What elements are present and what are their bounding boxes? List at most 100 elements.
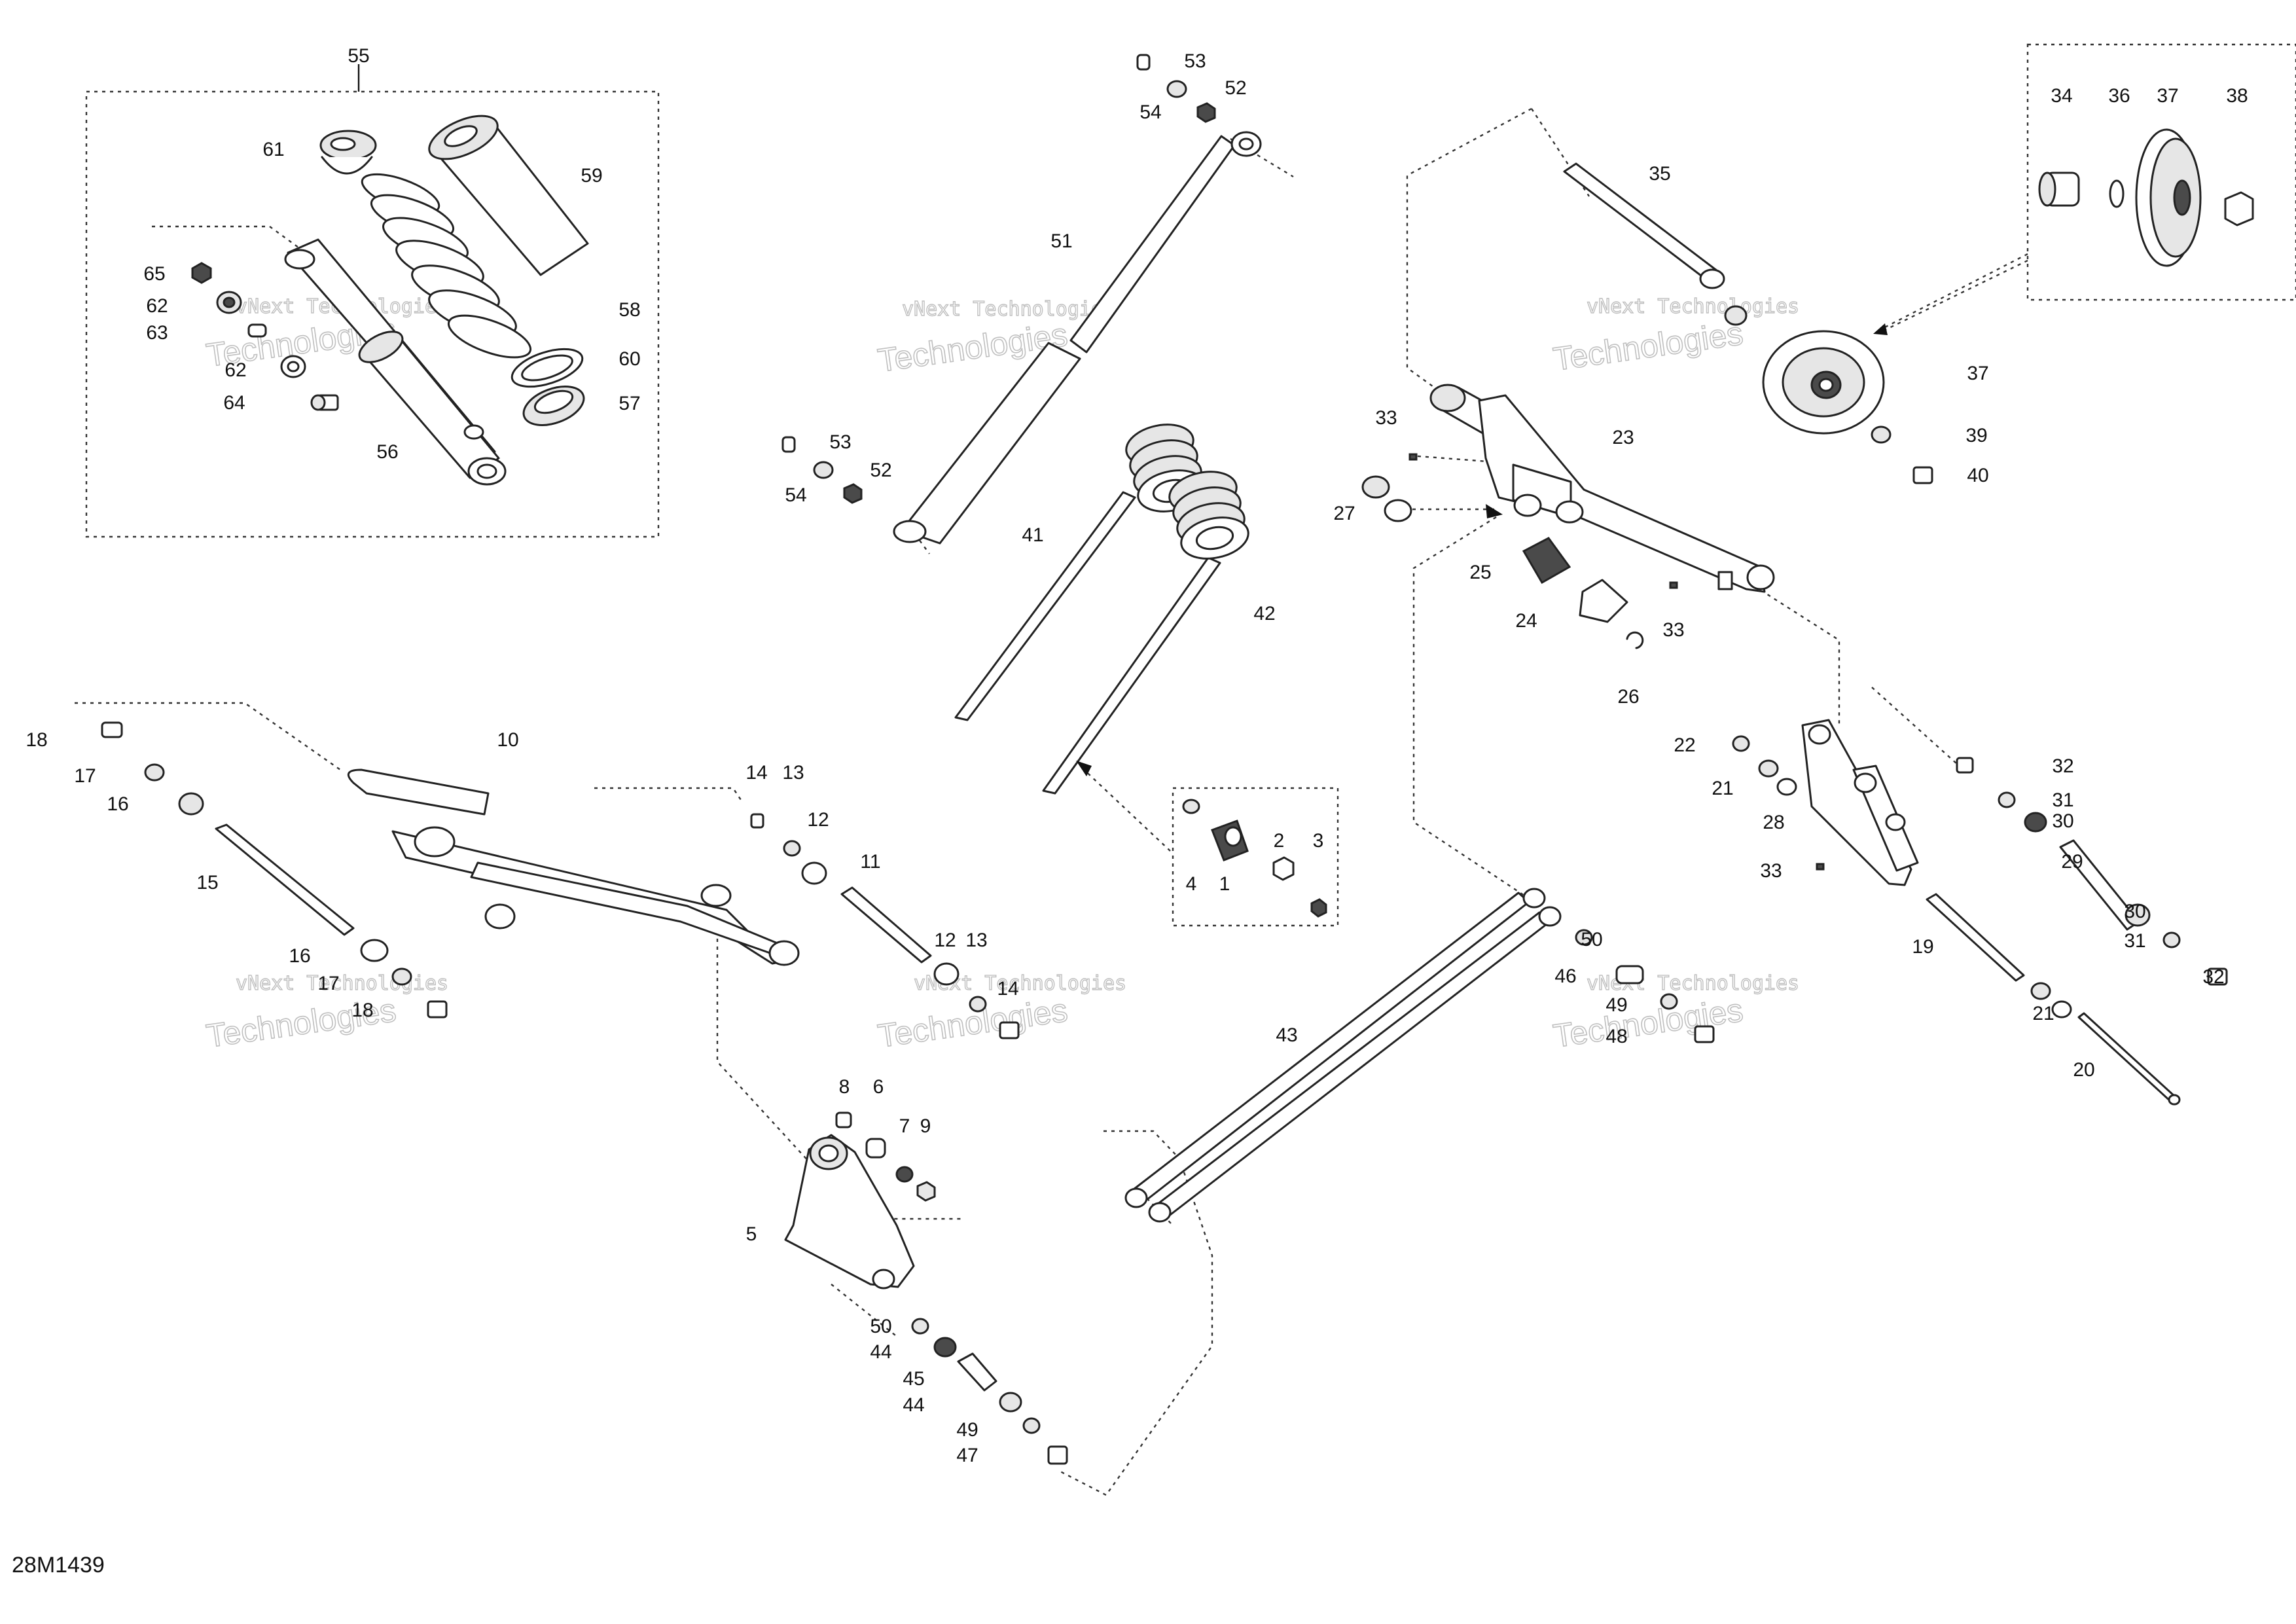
callout-18: 18 — [351, 1000, 373, 1021]
screw-33b-part — [1669, 581, 1678, 589]
callout-43: 43 — [1276, 1024, 1297, 1046]
bushing-6-part — [865, 1138, 886, 1159]
rear-arm-frame-part — [1478, 394, 1766, 593]
callout-59: 59 — [581, 165, 602, 187]
washer-21d-part — [2051, 1000, 2072, 1019]
spacer-45-part — [957, 1352, 997, 1392]
front-arm-rod-part — [1069, 135, 1236, 353]
callout-62: 62 — [146, 295, 168, 317]
rear-pivot-assembly — [1732, 719, 2228, 1106]
arrows — [1076, 253, 2028, 776]
callout-14: 14 — [745, 762, 767, 784]
callout-16: 16 — [289, 945, 310, 967]
washer-13b-part — [969, 996, 987, 1013]
bolt-18-part — [101, 721, 123, 738]
shock-port — [463, 424, 484, 440]
bolt-53-part — [1136, 54, 1151, 71]
shock-kit-box — [85, 90, 660, 538]
arrow-head-icon — [1873, 323, 1888, 335]
diagram-code: 28M1439 — [12, 1553, 105, 1578]
link-rod-43b-part — [1151, 911, 1551, 1220]
bell-crank-assembly — [784, 1111, 1068, 1465]
rear-arm-boss-right — [1555, 500, 1584, 524]
callout-47: 47 — [956, 1445, 978, 1466]
callout-25: 25 — [1469, 562, 1491, 583]
callout-23: 23 — [1612, 427, 1634, 448]
rear-arm-tab — [1717, 571, 1733, 590]
callout-31: 31 — [2124, 930, 2145, 952]
swing-arm-end-boss — [768, 940, 800, 966]
callout-60: 60 — [619, 348, 640, 370]
callout-35: 35 — [1649, 163, 1670, 185]
swing-arm-loop-part — [347, 768, 490, 816]
bushing-30-part — [2024, 812, 2047, 833]
callout-51: 51 — [1050, 230, 1072, 252]
bolt-20-part — [2077, 1012, 2177, 1104]
bushing-16-part — [178, 792, 204, 816]
screw-3-part — [1310, 898, 1327, 918]
callout-56: 56 — [376, 441, 398, 463]
washer-4-part — [1182, 799, 1200, 814]
callout-40: 40 — [1967, 465, 1988, 486]
callout-18: 18 — [26, 729, 47, 751]
rear-arm-tube-end — [1429, 384, 1466, 412]
callout-33: 33 — [1760, 860, 1782, 882]
callout-33: 33 — [1662, 619, 1684, 641]
bushing-44b-part — [999, 1392, 1022, 1413]
washer-22-part — [1732, 735, 1750, 752]
watermark-text: vNext Technologies — [236, 972, 448, 995]
callout-24: 24 — [1515, 610, 1537, 632]
callout-19: 19 — [1912, 936, 1933, 958]
pivot-arm-28-part — [1801, 719, 1912, 886]
link-rod-43a-part — [1130, 892, 1530, 1203]
torsion-spring-assembly — [954, 424, 1249, 795]
nut-54-part — [1196, 102, 1216, 123]
callout-30: 30 — [2052, 810, 2073, 832]
callout-4: 4 — [1186, 873, 1197, 895]
bumper-25-part — [1522, 537, 1571, 585]
callout-58: 58 — [619, 299, 640, 321]
callout-49: 49 — [956, 1419, 978, 1441]
callout-27: 27 — [1333, 503, 1355, 524]
bolt-32b-part — [2207, 967, 2228, 986]
bushing-27a-part — [1361, 475, 1390, 499]
callout-32: 32 — [2202, 966, 2224, 988]
bolt-14b-part — [999, 1021, 1020, 1039]
washer-21c-part — [2030, 982, 2051, 1000]
callout-48: 48 — [1605, 1026, 1627, 1047]
washer-52b-part — [813, 461, 834, 479]
callout-54: 54 — [785, 484, 806, 506]
callout-50: 50 — [870, 1316, 891, 1337]
washer-52-part — [1166, 80, 1187, 98]
spring-seat-hole — [533, 389, 574, 414]
washer-49-part — [1660, 993, 1678, 1010]
callout-1: 1 — [1219, 873, 1230, 895]
rear-arm-end-boss — [1746, 564, 1775, 590]
callout-17: 17 — [74, 765, 96, 787]
axle-35-end — [1699, 268, 1725, 289]
callout-3: 3 — [1313, 830, 1324, 852]
screw-33c-part — [1816, 863, 1825, 871]
bushing-27b-part — [1384, 499, 1412, 522]
callout-29: 29 — [2061, 851, 2083, 873]
callout-45: 45 — [903, 1368, 924, 1390]
watermark-text: Technologies — [1551, 315, 1746, 378]
shaft-15-part — [215, 823, 355, 936]
callout-44: 44 — [903, 1394, 924, 1416]
callout-52: 52 — [1225, 77, 1246, 99]
callout-44: 44 — [870, 1341, 891, 1363]
callout-61: 61 — [262, 139, 284, 160]
washer-50b-part — [911, 1318, 929, 1335]
callout-6: 6 — [873, 1076, 884, 1098]
clip-26-part — [1626, 631, 1644, 649]
swing-arm-assembly — [101, 721, 1020, 1039]
washer-17-part — [144, 763, 165, 782]
callout-52: 52 — [870, 460, 891, 481]
bolt-48-part — [1694, 1025, 1715, 1043]
callout-26: 26 — [1617, 686, 1639, 708]
callout-38: 38 — [2226, 85, 2248, 107]
callout-20: 20 — [2073, 1059, 2094, 1081]
washer-21b-part — [1776, 778, 1797, 796]
bolt-8-part — [835, 1111, 852, 1128]
